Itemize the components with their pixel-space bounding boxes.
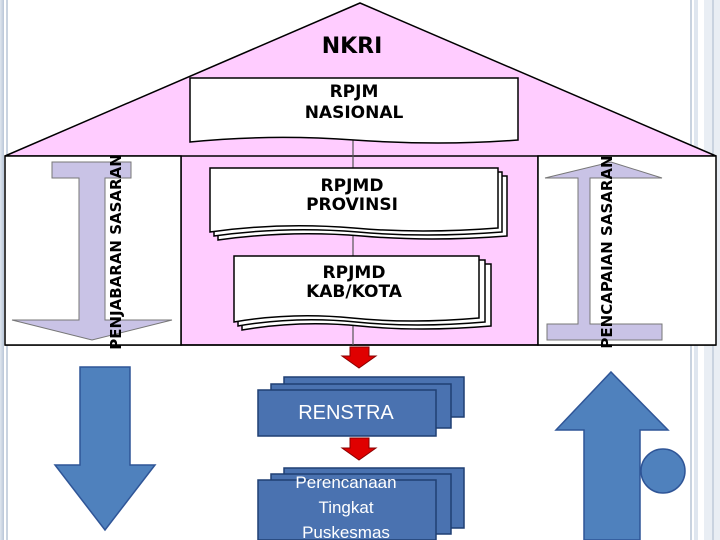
right-panel: PENCAPAIAN SASARAN <box>537 155 717 349</box>
perencanaan-line: Perencanaan <box>295 473 396 492</box>
renstra-box: RENSTRA <box>257 376 465 437</box>
house-title: NKRI <box>322 34 383 59</box>
document-title-line: RPJMD <box>323 263 386 283</box>
document-title-line: PROVINSI <box>306 195 398 215</box>
big-down-arrow <box>53 366 157 532</box>
red-down-arrow <box>340 346 378 369</box>
document-title-line: RPJMD <box>321 176 384 196</box>
document-rpjm-nasional: RPJM NASIONAL <box>189 77 519 144</box>
pencapaian-sasaran-label: PENCAPAIAN SASARAN <box>598 155 616 348</box>
document-title-line: NASIONAL <box>305 103 404 123</box>
document-title-line: RPJM <box>330 82 379 102</box>
document-rpjmd-provinsi: RPJMD PROVINSI <box>209 167 508 241</box>
pencapaian-arrow-shape <box>544 161 663 341</box>
renstra-label: RENSTRA <box>298 402 394 424</box>
perencanaan-line: Puskesmas <box>302 523 390 540</box>
perencanaan-line: Tingkat <box>318 498 373 517</box>
big-up-arrow <box>554 370 670 540</box>
document-title-line: KAB/KOTA <box>306 282 403 302</box>
document-rpjmd-kabkota: RPJMD KAB/KOTA <box>233 255 492 331</box>
perencanaan-puskesmas-box: Perencanaan Tingkat Puskesmas <box>257 467 465 540</box>
penjabaran-arrow-shape <box>11 161 173 341</box>
left-panel: PENJABARAN SASARAN <box>4 154 182 350</box>
penjabaran-sasaran-label: PENJABARAN SASARAN <box>107 154 125 350</box>
blue-circle <box>640 448 686 494</box>
red-down-arrow <box>340 437 378 461</box>
